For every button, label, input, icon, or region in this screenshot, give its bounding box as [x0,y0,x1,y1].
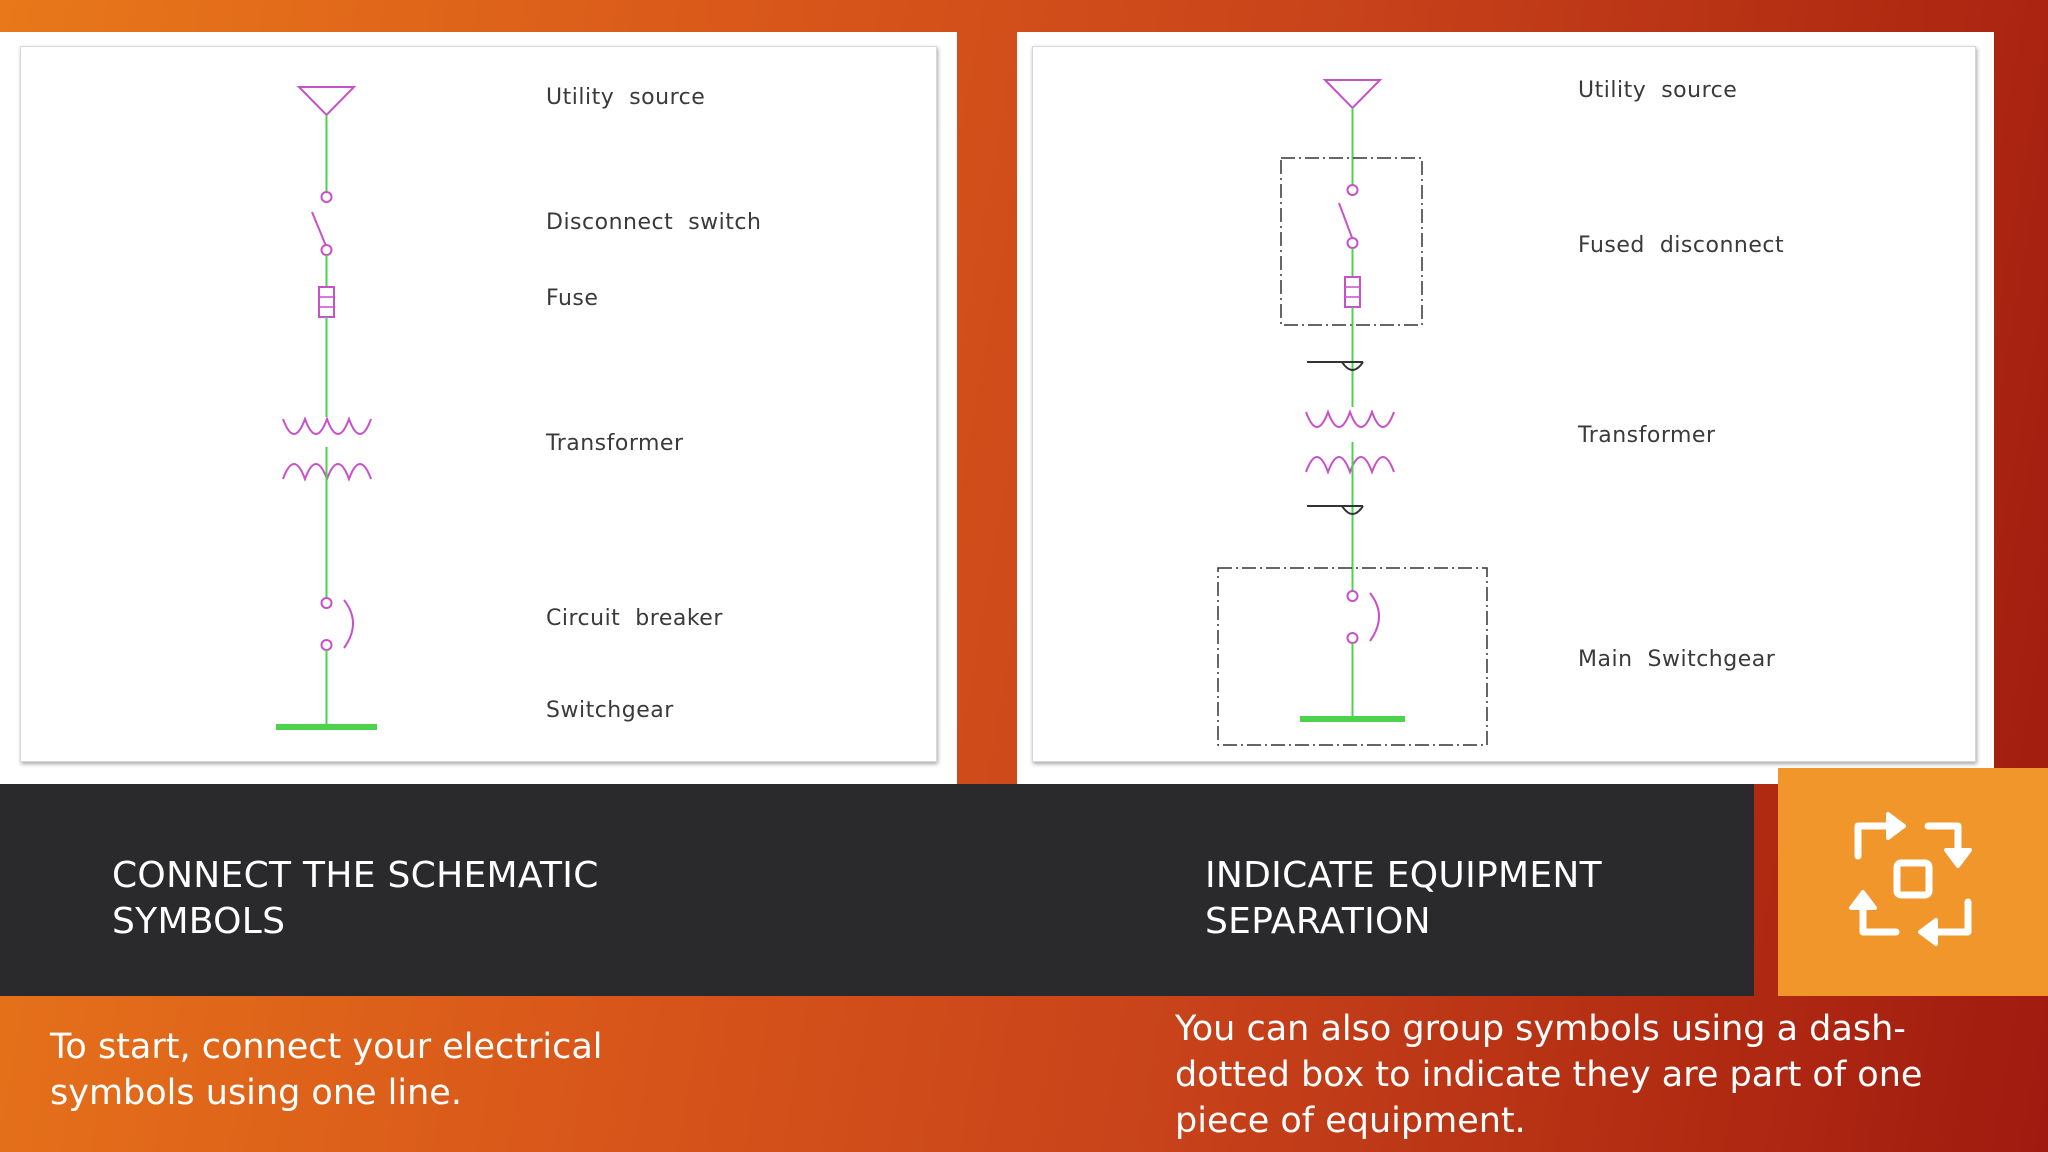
utility-source-symbol [1322,79,1383,110]
label-disconnect-switch: Disconnect switch [546,210,762,235]
left-body-text: To start, connect your electrical symbol… [50,1024,603,1116]
label-fused-disconnect: Fused disconnect [1578,233,1785,258]
icon-tile [1778,768,2048,996]
left-heading-line-1: CONNECT THE SCHEMATIC [112,855,599,896]
right-body-line-3: piece of equipment. [1175,1101,1526,1141]
fuse-symbol [1344,276,1361,308]
fuse-symbol [318,286,335,318]
right-body-line-2: dotted box to indicate they are part of … [1175,1055,1923,1095]
label-switchgear: Switchgear [546,698,674,723]
heading-band [0,784,1754,996]
left-body-line-2: symbols using one line. [50,1073,462,1113]
main-switchgear-box [1217,567,1488,746]
left-diagram-canvas: Utility source Disconnect switch Fuse Tr… [20,46,937,762]
circuit-breaker-top-contact [320,597,333,609]
left-body-line-1: To start, connect your electrical [50,1027,603,1067]
right-heading: INDICATE EQUIPMENT SEPARATION [1205,853,1602,945]
right-schematic [1217,79,1488,746]
label-transformer: Transformer [546,431,684,456]
label-circuit-breaker: Circuit breaker [546,606,723,631]
left-heading: CONNECT THE SCHEMATIC SYMBOLS [112,853,599,945]
left-schematic [276,86,377,730]
left-heading-line-2: SYMBOLS [112,901,286,942]
right-body-line-1: You can also group symbols using a dash- [1175,1009,1906,1049]
utility-source-symbol [296,86,357,117]
label-transformer: Transformer [1578,423,1716,448]
cycle-arrows-icon [1849,812,1972,946]
transformer-symbol [1305,409,1395,475]
right-heading-line-1: INDICATE EQUIPMENT [1205,855,1602,896]
circuit-breaker-bottom-contact [320,639,333,651]
disconnect-switch-top-contact [320,191,333,203]
label-fuse: Fuse [546,286,599,311]
label-utility-source: Utility source [546,85,706,110]
circuit-breaker-arc [1369,592,1380,642]
right-heading-line-2: SEPARATION [1205,901,1431,942]
label-main-switchgear: Main Switchgear [1578,647,1776,672]
disconnect-switch-bottom-contact [320,244,333,256]
right-diagram-canvas: Utility source Fused disconnect Transfor… [1032,46,1976,762]
right-body-text: You can also group symbols using a dash-… [1175,1006,1922,1144]
circuit-breaker-arc [343,599,354,649]
disconnect-switch-blade [311,211,328,248]
label-utility-source: Utility source [1578,78,1738,103]
